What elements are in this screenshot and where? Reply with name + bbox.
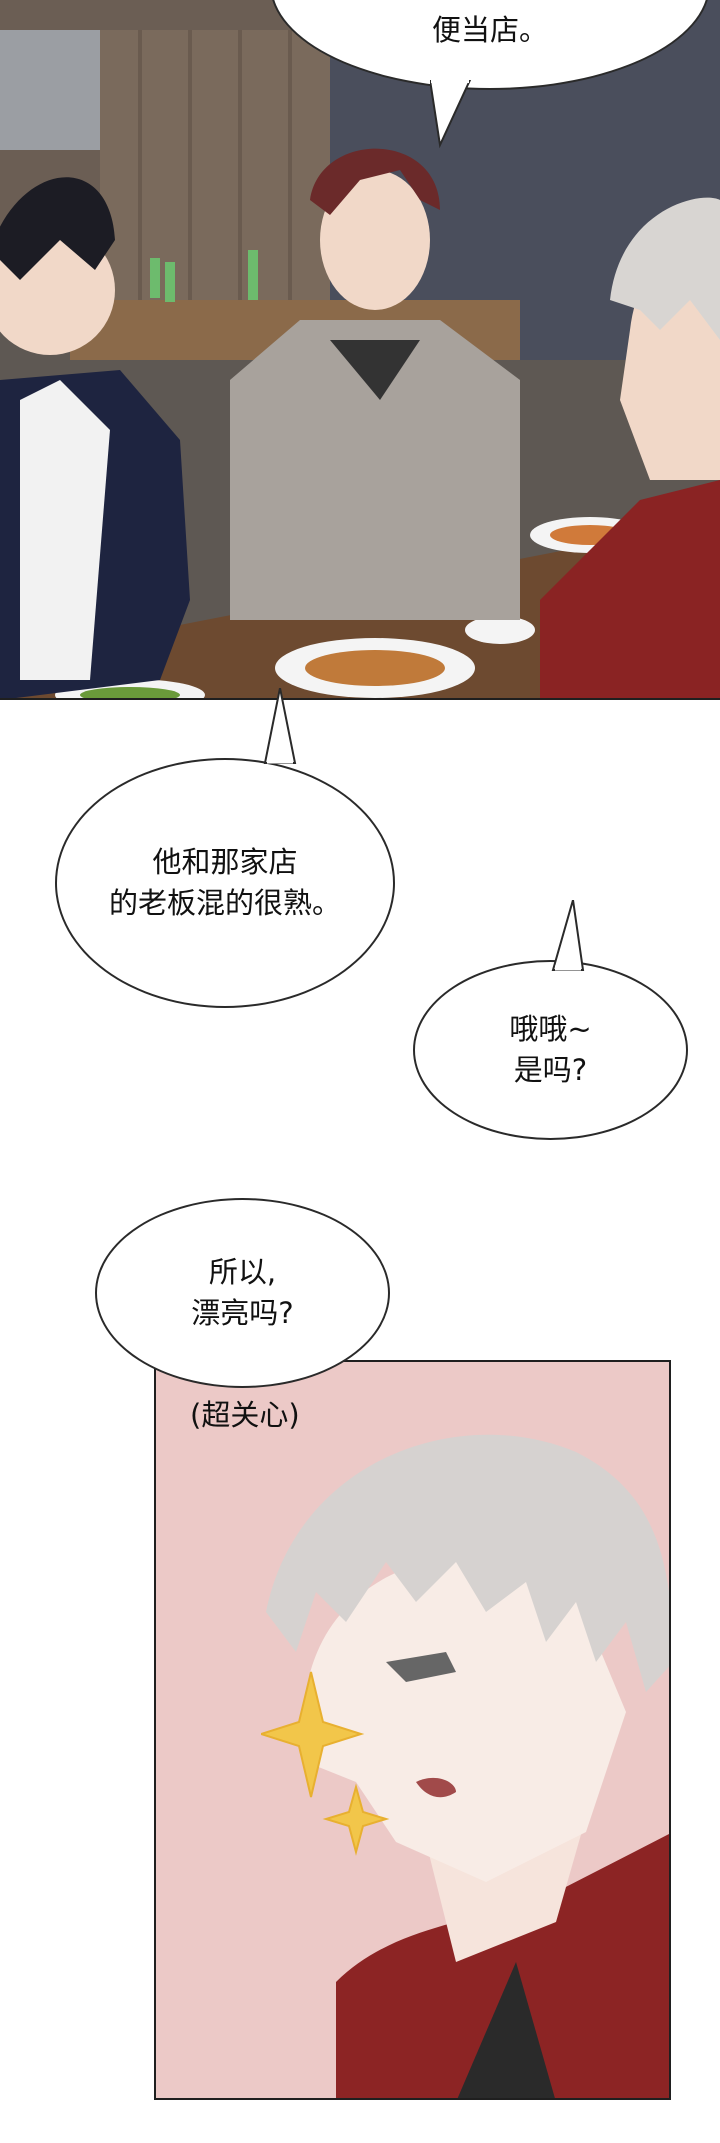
restaurant-scene-illustration xyxy=(0,0,720,700)
speech-bubble-oh-really: 哦哦~ 是吗? xyxy=(413,960,688,1140)
bubble-text: 他和那家店 的老板混的很熟。 xyxy=(108,845,341,920)
bubble-tail xyxy=(430,80,472,149)
sparkle-icon xyxy=(261,1671,390,1856)
bubble-text: 哦哦~ 是吗? xyxy=(509,1012,592,1087)
bubble-text: 便当店。 xyxy=(431,12,548,47)
closeup-panel xyxy=(154,1360,671,2100)
speech-bubble-owner-familiar: 他和那家店 的老板混的很熟。 xyxy=(55,758,395,1008)
bubble-tail xyxy=(551,900,585,971)
closeup-illustration xyxy=(156,1362,669,2098)
speech-bubble-so-pretty: 所以, 漂亮吗? xyxy=(95,1198,390,1388)
restaurant-scene-panel: 便当店。 xyxy=(0,0,720,700)
bubble-text: 所以, 漂亮吗? xyxy=(191,1255,294,1330)
bubble-tail xyxy=(263,688,297,764)
side-note-caption: (超关心) xyxy=(190,1398,300,1432)
